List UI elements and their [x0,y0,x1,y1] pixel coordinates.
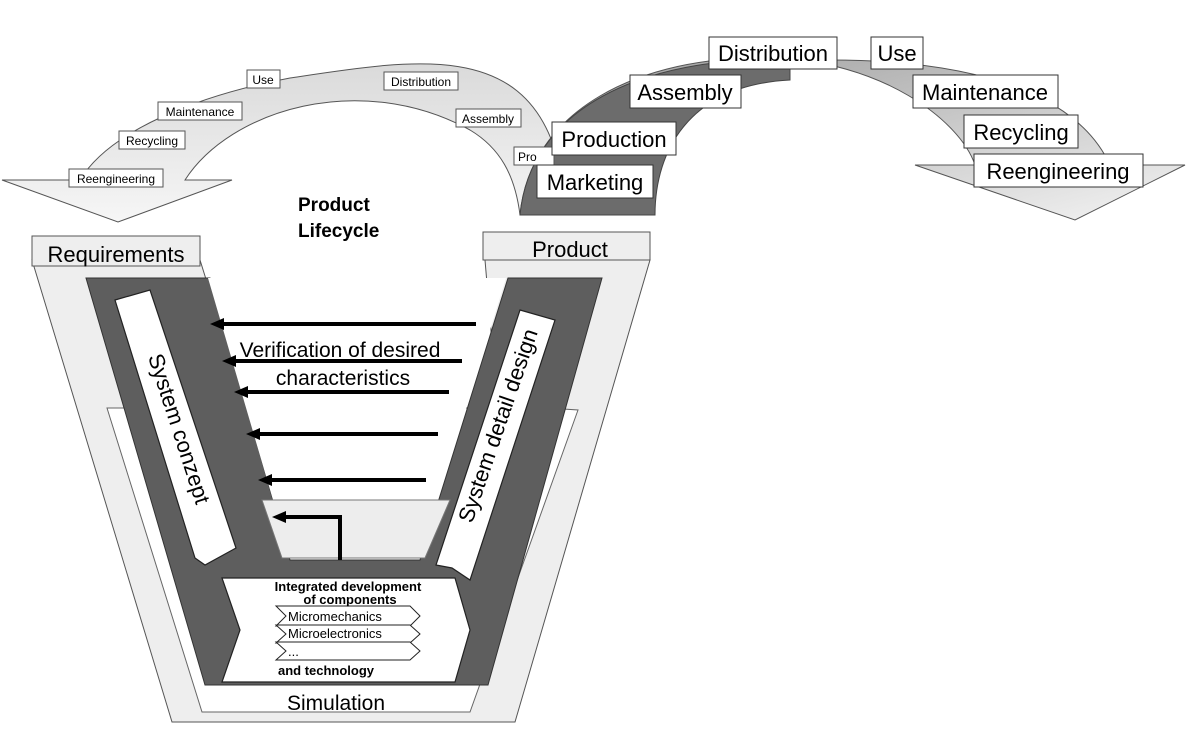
simulation-label: Simulation [287,692,385,715]
integration-item-more: ... [288,644,299,659]
verification-label-line2: characteristics [276,367,410,390]
small-assembly-label: Assembly [462,112,514,126]
integration-item-micromechanics: Micromechanics [288,609,382,624]
small-use-label: Use [252,73,274,87]
verification-arrowheads [210,318,286,523]
requirements-label: Requirements [48,242,185,267]
large-maintenance-label: Maintenance [922,80,1048,105]
requirements-tab: Requirements [31,235,201,267]
integration-items [274,605,421,661]
arrowhead [272,511,286,523]
integration-title-line1: Integrated development [275,579,422,594]
integration-item-microelectronics: Microelectronics [288,626,382,641]
verification-label-line1: Verification of desired [240,339,441,362]
v-center-area [208,278,506,558]
v-center-bottom-box [261,499,451,559]
arrow-line [283,515,342,560]
product-lifecycle-title-line2: Lifecycle [298,221,379,242]
product-label: Product [532,237,608,262]
small-reengineering-label: Reengineering [77,172,155,186]
large-lifecycle-labels: Distribution Use Assembly Maintenance Pr… [536,36,1144,199]
large-production-label: Production [561,127,666,152]
integration-title-line2: of components [303,592,396,607]
small-maintenance-label: Maintenance [166,105,235,119]
large-distribution-label: Distribution [718,41,828,66]
small-recycling-label: Recycling [126,134,178,148]
small-production-label: Pro [518,150,537,164]
arrowhead [234,386,248,398]
system-concept-arrow [114,289,237,566]
product-tab: Product [482,231,651,262]
large-marketing-label: Marketing [547,170,644,195]
arrowhead [210,318,224,330]
arrowhead [222,355,236,367]
small-lifecycle-labels: Use Distribution Maintenance Assembly Re… [68,69,555,188]
large-reengineering-label: Reengineering [986,159,1129,184]
large-recycling-label: Recycling [973,120,1068,145]
large-assembly-label: Assembly [637,80,732,105]
small-distribution-label: Distribution [391,75,451,89]
large-use-label: Use [877,41,916,66]
arrowhead [246,428,260,440]
product-lifecycle-title-line1: Product [298,195,370,216]
integration-footer: and technology [278,663,375,678]
verification-arrows [222,322,476,560]
list-item [274,641,421,661]
system-detail-design-arrow [435,309,556,581]
v-model [31,259,651,723]
arrowhead [258,474,272,486]
